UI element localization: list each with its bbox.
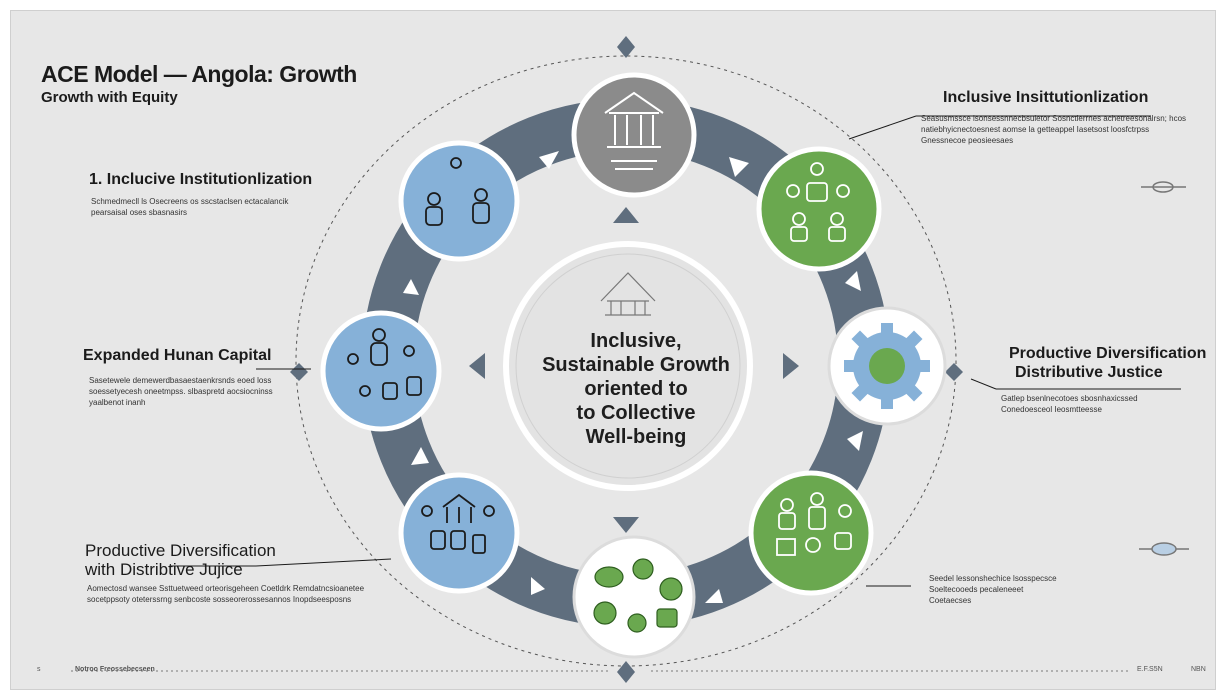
center-line-4: to Collective [576, 402, 696, 424]
people-icon [425, 157, 490, 226]
label-right-3-desc: Seedel lessonshechice lsosspecsce Soelte… [929, 573, 1057, 606]
center-line-2: Sustainable Growth [542, 354, 730, 376]
orbit-diamond-right [945, 363, 963, 381]
arrow-ring-7 [411, 447, 429, 465]
ring-arrows [403, 151, 863, 603]
connector-top-right [848, 115, 917, 140]
orbit-diamond-top [617, 36, 635, 58]
label-right-2-title2: Distributive Justice [1015, 364, 1163, 381]
footer-right-b: NBN [1191, 666, 1206, 673]
desc-line: soessetyecesh oneetmpss. slbaspretd aocs… [89, 387, 273, 396]
building-icon [421, 493, 495, 554]
institution-icon [604, 91, 664, 170]
desc-line: Conedoesceol Ieosmtteesse [1001, 405, 1102, 414]
arrow-ring-2 [729, 157, 749, 177]
node-top-left-people [398, 140, 520, 262]
inner-arrows [469, 207, 799, 533]
center-line-3: oriented to [584, 378, 688, 400]
node-bottom-left-diversification [398, 472, 520, 594]
footer-left-mark: s [37, 666, 41, 673]
node-left-human-capital [320, 310, 442, 432]
label-left-1-title: 1. Inclucive Institutionlization [89, 171, 313, 188]
desc-line: Schmedmecll ls Osecreens os sscstaclsen … [91, 197, 289, 206]
label-left-2-title: Expanded Hunan Capital [83, 347, 272, 364]
arrow-ring-5 [705, 589, 723, 603]
desc-line: yaalbenot inanh [89, 398, 146, 407]
label-right-2-title: Productive Diversification [1009, 345, 1207, 362]
desc-line: natiebhyicnectoesnest aomse la getteappe… [921, 125, 1150, 134]
label-right-1-title: Inclusive Insittutionlization [943, 89, 1149, 106]
resources-icon [593, 558, 683, 633]
arrow-ring-3 [845, 271, 861, 291]
arrow-inner-down [613, 517, 639, 533]
arrow-ring-6 [531, 577, 545, 595]
node-top-institution [571, 72, 697, 198]
node-bottom-resources [572, 535, 696, 659]
node-right-productive [827, 306, 947, 426]
label-left-3-desc: Aomectosd wansee Ssttuetweed orteorisgeh… [87, 583, 364, 605]
page-subtitle: Growth with Equity [41, 89, 178, 106]
orbit-diamond-bottom [617, 661, 635, 683]
desc-line: Gatlep bsenlnecotoes sbosnhaxicssed [1001, 394, 1138, 403]
center-statement: Inclusive, Sustainable Growth oriented t… [531, 329, 741, 449]
node-right-top-community [756, 146, 882, 272]
desc-line: socetppsoty oteterssrng senbcoste sosseo… [87, 595, 352, 604]
arrow-inner-up [613, 207, 639, 223]
center-circle [503, 241, 753, 491]
center-building-icon [600, 272, 656, 316]
people-icon [347, 328, 422, 400]
people-icon [776, 492, 852, 556]
center-line-1: Inclusive, [590, 330, 682, 352]
label-left-3-title: Productive Diversification [85, 541, 276, 560]
page-title: ACE Model — Angola: Growth [41, 61, 357, 87]
node-bottom-right-justice [748, 470, 874, 596]
label-right-2-desc: Gatlep bsenlnecotoes sbosnhaxicssed Cone… [1001, 393, 1138, 415]
growth-cycle-diagram [71, 36, 1189, 683]
community-icon [786, 162, 850, 242]
footer-right-a: E.F.S5N [1137, 666, 1163, 673]
infographic-frame: ACE Model — Angola: Growth Growth with E… [10, 10, 1216, 690]
widget-right-bottom [1139, 542, 1189, 556]
arrow-ring-8 [403, 279, 419, 295]
desc-line: Coetaecses [929, 596, 972, 605]
arrow-ring-4 [847, 431, 863, 451]
arrow-inner-left [469, 353, 485, 379]
desc-line: Seasusmssce lsonsessnnecbsuietor Sosncti… [921, 114, 1187, 123]
arrow-inner-right [783, 353, 799, 379]
label-left-1-desc: Schmedmecll ls Osecreens os sscstaclsen … [91, 196, 288, 218]
center-line-5: Well-being [585, 426, 687, 448]
label-right-1-desc: Seasusmssce lsonsessnnecbsuietor Sosncti… [921, 113, 1186, 146]
desc-line: Gnessnecoe peosieesaes [921, 136, 1014, 145]
label-left-2-desc: Sasetewele demewerdbasaestaenkrsnds eoed… [89, 375, 273, 408]
widget-right-top [1141, 181, 1186, 193]
footer-left-text: Notroo Freossebecseen [75, 666, 155, 673]
desc-line: Soeltecooeds pecaleneeet [929, 585, 1024, 594]
orbit-diamond-left [290, 363, 308, 381]
desc-line: Seedel lessonshechice lsosspecsce [929, 574, 1057, 583]
gear-icon [844, 323, 930, 409]
label-left-3-title2: with Distribtive Jujice [85, 560, 243, 579]
desc-line: Aomectosd wansee Ssttuetweed orteorisgeh… [87, 584, 365, 593]
desc-line: pearsaisal oses sbasnasirs [91, 208, 188, 217]
arrow-ring-1 [539, 151, 559, 169]
desc-line: Sasetewele demewerdbasaestaenkrsnds eoed… [89, 376, 272, 385]
